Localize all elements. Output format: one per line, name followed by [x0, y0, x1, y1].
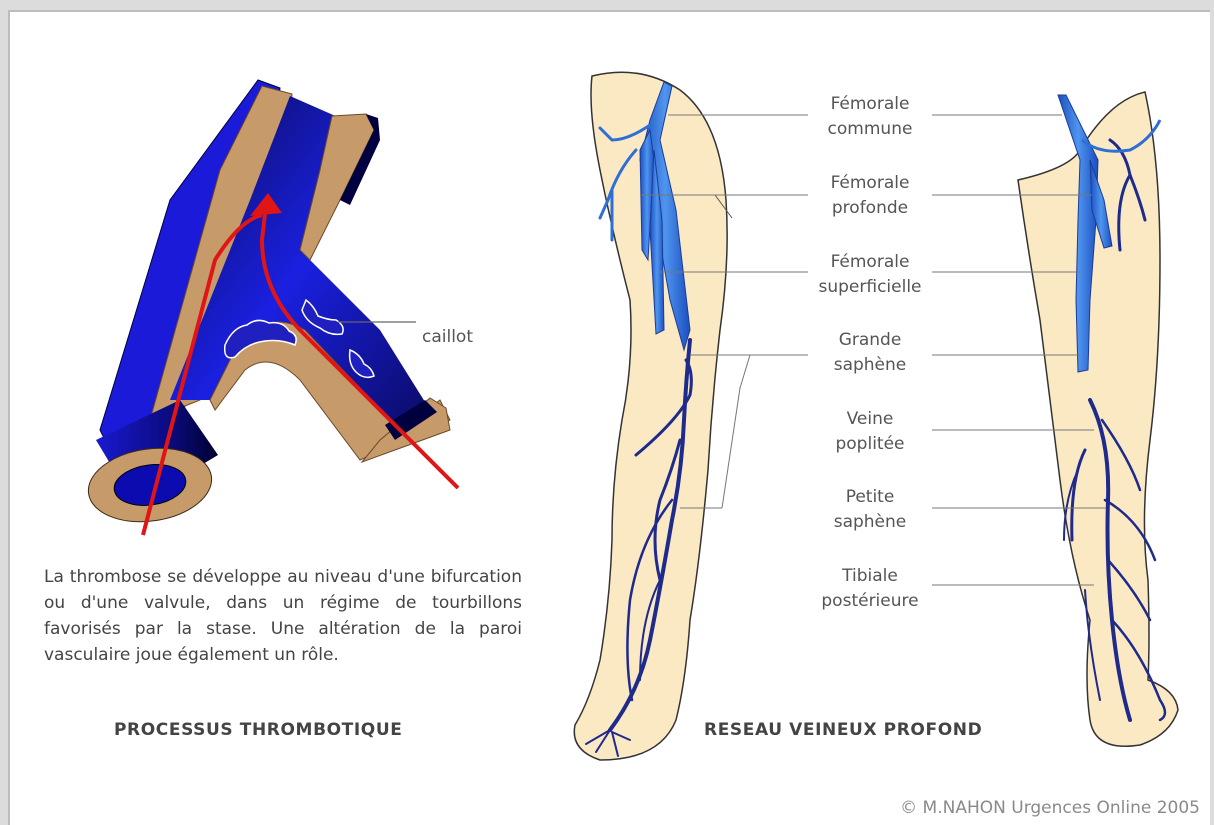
- heading-thrombotic-process: PROCESSUS THROMBOTIQUE: [114, 720, 402, 740]
- description-paragraph: La thrombose se développe au niveau d'un…: [44, 564, 522, 668]
- copyright-credit: © M.NAHON Urgences Online 2005: [900, 798, 1200, 818]
- label-line: Fémorale: [805, 250, 935, 275]
- label-veine-poplitee: Veine poplitée: [805, 407, 935, 457]
- label-line: Fémorale: [805, 92, 935, 117]
- label-line: saphène: [805, 510, 935, 535]
- label-line: profonde: [805, 196, 935, 221]
- label-line: superficielle: [805, 275, 935, 300]
- label-line: Grande: [805, 328, 935, 353]
- label-line: Veine: [805, 407, 935, 432]
- label-femorale-superficielle: Fémorale superficielle: [805, 250, 935, 300]
- heading-deep-venous-network: RESEAU VEINEUX PROFOND: [704, 720, 982, 740]
- leg-anterior-view: [574, 72, 732, 760]
- label-grande-saphene: Grande saphène: [805, 328, 935, 378]
- label-line: Tibiale: [805, 564, 935, 589]
- label-line: Petite: [805, 485, 935, 510]
- label-petite-saphene: Petite saphène: [805, 485, 935, 535]
- vessel-bifurcation: [84, 80, 458, 535]
- clot-label: caillot: [422, 327, 473, 347]
- label-line: postérieure: [805, 589, 935, 614]
- label-tibiale-posterieure: Tibiale postérieure: [805, 564, 935, 614]
- label-femorale-profonde: Fémorale profonde: [805, 171, 935, 221]
- label-line: poplitée: [805, 432, 935, 457]
- label-line: saphène: [805, 353, 935, 378]
- leg-posterior-view: [1018, 92, 1178, 746]
- label-line: commune: [805, 117, 935, 142]
- label-femorale-commune: Fémorale commune: [805, 92, 935, 142]
- label-line: Fémorale: [805, 171, 935, 196]
